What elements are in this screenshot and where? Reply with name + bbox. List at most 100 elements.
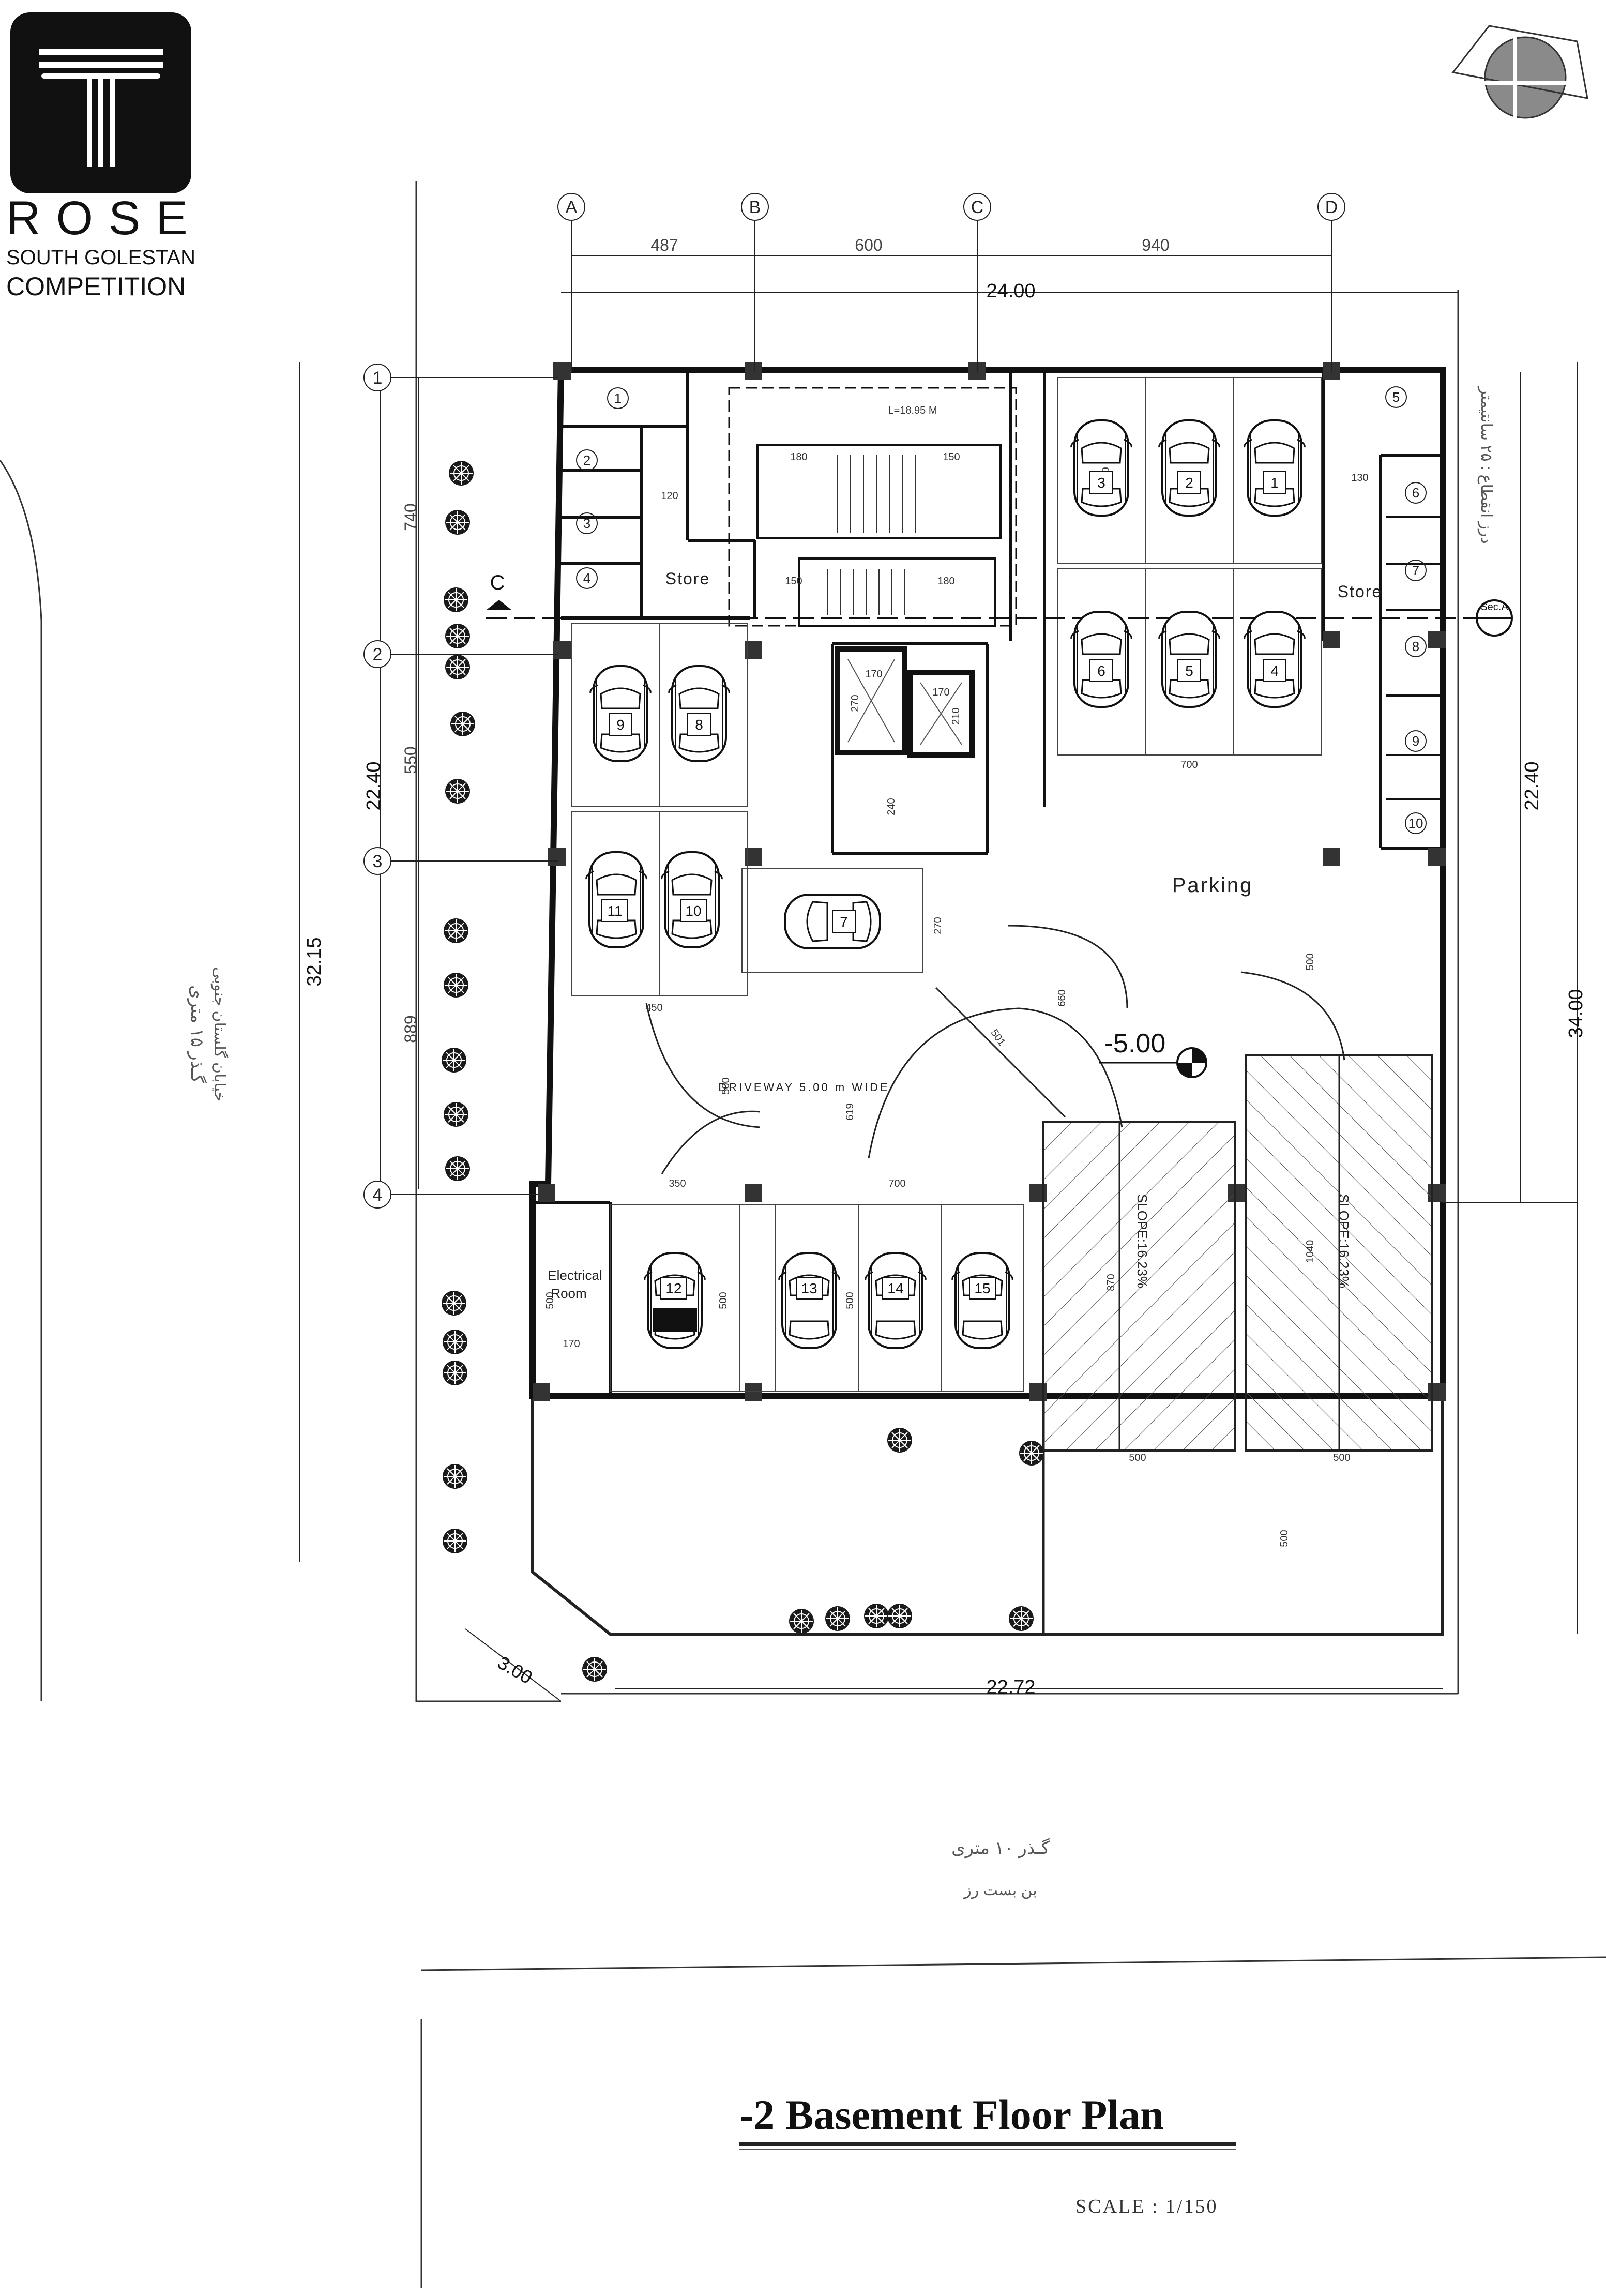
title-underline [739,2149,1236,2150]
parking-space-number: 8 [695,717,703,733]
dimension-label: 150 [785,576,802,587]
expansion-joint-note: درز انقطاع : ۲۵ سانتیمتر [1477,386,1495,543]
room-label-electrical: Electrical [548,1267,602,1283]
dimension-label: 487 [650,236,678,254]
dimension-label: 500 [1279,1530,1290,1547]
left-depth-dim: 22.40 [363,761,385,810]
axis-label: 2 [373,645,383,664]
parking-space-number: 14 [887,1280,903,1296]
dimension-label: 619 [844,1103,856,1120]
dimension-label: 170 [563,1338,580,1350]
dimension-label: 889 [401,1015,420,1043]
dimension-label: 500 [544,1292,556,1309]
dimension-label: 500 [1305,953,1316,970]
section-marker-a: Sec.A [1480,601,1508,613]
dimension-label: 500 [844,1292,856,1309]
room-label-store: Store [665,569,710,588]
parking-space-number: 10 [685,903,701,919]
axis-label: A [566,198,578,217]
room-label-store: Store [1338,582,1382,601]
storage-unit-number: 3 [583,516,590,531]
axis-label: B [749,198,761,217]
street-name: گـذر ۱۵ متری [187,985,207,1084]
dimension-label: 500 [720,1077,732,1094]
dimension-label: 350 [669,1178,686,1189]
drawing-scale: SCALE : 1/150 [1075,2196,1218,2217]
dimension-label: 240 [886,798,897,815]
axis-label: D [1325,198,1338,217]
driveway-label: DRIVEWAY 5.00 m WIDE [718,1081,889,1094]
dimension-label: 700 [888,1178,905,1189]
parking-space-number: 3 [1097,475,1105,491]
parking-space-number: 6 [1097,663,1105,679]
street-name: بن بست رز [963,1882,1037,1899]
axis-label: 3 [373,852,383,871]
storage-unit-number: 2 [583,452,590,468]
dimension-label: 270 [932,917,944,934]
dimension-label: 450 [645,1002,662,1014]
dimension-label: 940 [1142,236,1169,254]
dimension-label: 500 [1333,1452,1350,1463]
rose-logo [10,12,191,193]
parking-space-number: 13 [801,1280,817,1296]
level-label: -5.00 [1104,1029,1166,1059]
axis-label: C [971,198,984,217]
storage-unit-number: 8 [1412,639,1419,654]
brand-block: ROSE SOUTH GOLESTAN COMPETITION [6,192,203,302]
axis-label: 4 [373,1185,383,1205]
storage-unit-number: 7 [1412,563,1419,578]
stair-length-label: L=18.95 M [888,405,937,416]
dimension-label: 180 [790,451,807,463]
brand-competition: COMPETITION [6,272,186,301]
dimension-label: 150 [943,451,960,463]
dimension-label: 210 [950,707,962,724]
dimension-label: 170 [865,669,882,680]
dimension-label: 660 [1056,989,1068,1006]
dimension-label: 170 [932,687,949,698]
dimension-label: 550 [401,746,420,774]
dimension-label: 180 [937,576,954,587]
parking-space-number: 9 [616,717,625,733]
parking-space-number: 12 [665,1280,681,1296]
ramp-slope-label: SLOPE:16.23% [1134,1194,1150,1288]
section-marker-c: C [490,571,505,594]
ramp-slope-label: SLOPE:16.23% [1336,1194,1352,1288]
overall-width-dim: 24.00 [986,280,1035,302]
storage-unit-number: 4 [583,570,590,586]
storage-unit-number: 6 [1412,485,1419,501]
parking-space-number: 11 [607,903,622,919]
axis-label: 1 [373,368,383,388]
brand-name: ROSE [6,192,203,245]
storage-unit-number: 9 [1412,733,1419,749]
drawing-title: -2 Basement Floor Plan [739,2091,1164,2138]
room-label-parking: Parking [1172,874,1253,897]
parking-space-number: 2 [1185,475,1193,491]
right-overall-dim: 34.00 [1565,989,1587,1038]
title-underline [739,2142,1236,2146]
drawing-title-block: -2 Basement Floor Plan [739,2092,1236,2150]
parking-space-number: 1 [1270,475,1279,491]
brand-subtitle: SOUTH GOLESTAN [6,246,195,269]
dimension-label: 500 [1129,1452,1146,1463]
dimension-label: 270 [850,694,861,712]
chamfer-dim: 3.00 [494,1652,536,1688]
dimension-label: 120 [661,490,678,502]
parking-space-number: 5 [1185,663,1193,679]
parking-space-number: 15 [974,1280,990,1296]
parking-space-number: 7 [840,914,848,930]
dimension-label: 870 [1105,1274,1117,1291]
dimension-label: 1040 [1305,1240,1316,1263]
storage-unit-number: 10 [1408,815,1423,831]
room-label-electrical: Room [551,1286,586,1301]
street-name: خیابان گلستان جنوبی [210,967,229,1102]
column-icon [39,49,163,167]
right-depth-dim: 22.40 [1521,761,1543,810]
parking-space-number: 4 [1270,663,1279,679]
left-overall-dim: 32.15 [304,937,325,986]
north-arrow-icon [1451,25,1588,119]
dimension-label: 740 [401,503,420,531]
dimension-label: 130 [1351,472,1368,484]
dimension-label: 501 [988,1028,1007,1048]
